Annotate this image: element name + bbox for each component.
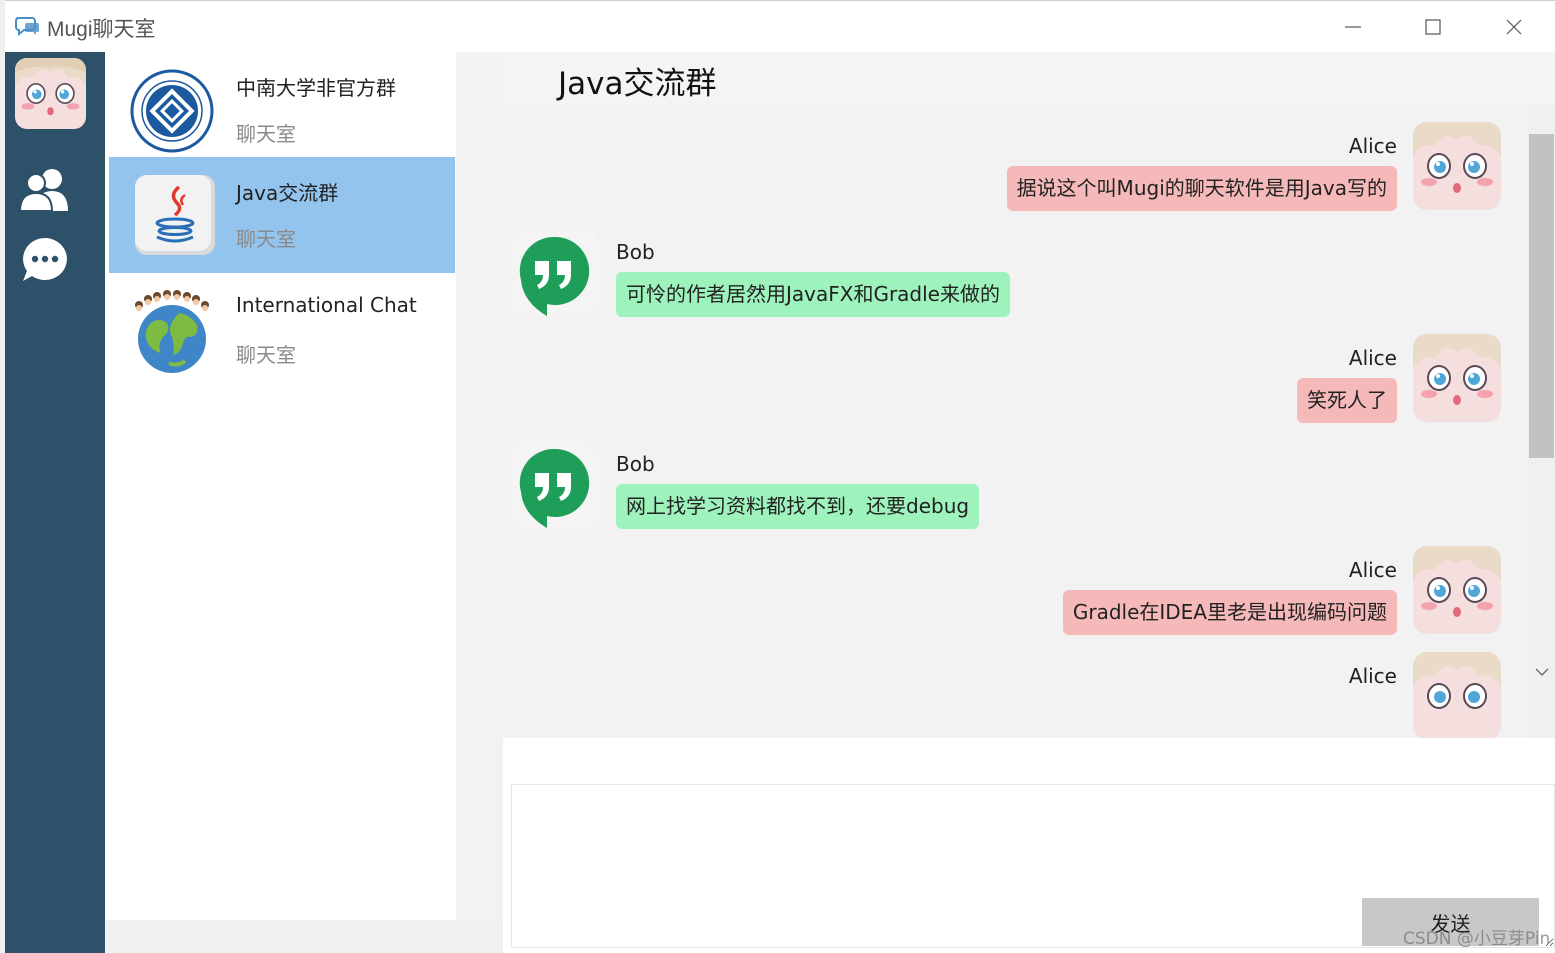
window-title: Mugi聊天室 [47, 18, 156, 41]
chat-list-item[interactable]: 中南大学非官方群 聊天室 [109, 52, 455, 167]
bob-avatar-icon[interactable] [511, 229, 599, 317]
chat-subtitle: 聊天室 [236, 227, 296, 251]
chat-list: 中南大学非官方群 聊天室 Java交流群 聊天室 [105, 52, 456, 920]
close-button[interactable] [1484, 9, 1544, 45]
toolbar-strip [503, 738, 1555, 782]
bob-avatar-icon[interactable] [511, 441, 599, 529]
maximize-icon [1425, 19, 1441, 35]
minimize-icon [1345, 26, 1361, 28]
alice-avatar-icon[interactable] [1413, 334, 1501, 422]
chat-name: Java交流群 [236, 181, 339, 205]
chat-list-item-active[interactable]: Java交流群 聊天室 [109, 157, 455, 273]
watermark: CSDN @小豆芽Pin [1403, 929, 1551, 949]
chat-list-item[interactable]: International Chat 聊天室 [109, 273, 455, 388]
contacts-button[interactable] [17, 164, 73, 216]
contacts-icon [18, 169, 68, 212]
chat-name: 中南大学非官方群 [236, 76, 396, 100]
message-bubble: 笑死人了 [1297, 378, 1397, 423]
java-logo-icon [135, 175, 215, 255]
scrollbar-thumb[interactable] [1529, 134, 1554, 458]
navigation-rail [5, 52, 105, 953]
maximize-button[interactable] [1403, 9, 1463, 45]
message-sender: Bob [616, 452, 655, 476]
conversation-panel: Java交流群 Alice 据说这个叫Mugi的聊天软件是用Java写的 [503, 52, 1555, 953]
chat-list-footer [105, 920, 503, 953]
minimize-button[interactable] [1323, 9, 1383, 45]
user-avatar-icon[interactable] [15, 58, 86, 129]
message-bubble: Gradle在IDEA里老是出现编码问题 [1062, 590, 1397, 635]
alice-avatar-icon[interactable] [1413, 652, 1501, 738]
alice-avatar-icon[interactable] [1413, 122, 1501, 210]
globe-icon [135, 290, 209, 373]
app-logo-icon [15, 17, 39, 37]
chevron-down-icon[interactable] [1534, 664, 1550, 680]
message-sender: Bob [616, 240, 655, 264]
chat-bubble-icon [23, 238, 67, 281]
send-button[interactable]: 发送 [1362, 898, 1539, 946]
message-bubble: 网上找学习资料都找不到，还要debug [616, 484, 980, 529]
conversation-title: Java交流群 [558, 66, 717, 102]
message-sender: Alice [1348, 558, 1397, 582]
conversation-header: Java交流群 [503, 52, 1555, 104]
message-bubble: 据说这个叫Mugi的聊天软件是用Java写的 [1006, 166, 1397, 211]
university-seal-icon [130, 69, 214, 153]
chat-subtitle: 聊天室 [236, 122, 296, 146]
message-scrollbar[interactable] [1528, 104, 1555, 738]
message-bubble: 可怜的作者居然用JavaFX和Gradle来做的 [616, 272, 1010, 317]
message-list[interactable]: Alice 据说这个叫Mugi的聊天软件是用Java写的 [503, 104, 1555, 738]
message-sender: Alice [1348, 664, 1397, 688]
message-sender: Alice [1348, 346, 1397, 370]
title-bar: Mugi聊天室 [5, 0, 1555, 52]
message-sender: Alice [1348, 134, 1397, 158]
list-separator [456, 52, 503, 920]
alice-avatar-icon[interactable] [1413, 546, 1501, 634]
chats-button[interactable] [17, 234, 73, 286]
chat-name: International Chat [236, 293, 417, 317]
close-icon [1506, 19, 1522, 35]
chat-subtitle: 聊天室 [236, 343, 296, 367]
